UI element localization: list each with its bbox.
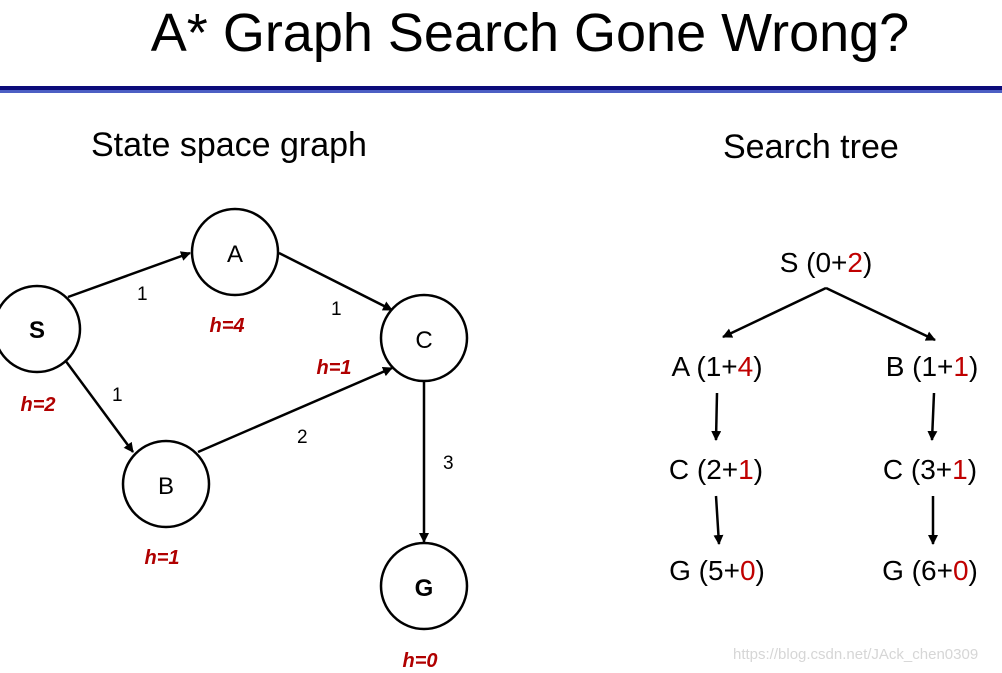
tree-edge-a-c [711,392,722,441]
title-divider [0,86,1002,90]
edge-cost-a-c: 1 [331,299,342,320]
tree-edge-s-b [825,286,936,342]
page-title: A* Graph Search Gone Wrong? [150,3,910,63]
edge-cost-s-b: 1 [112,385,123,406]
graph-node-g-label: G [415,575,434,602]
watermark: https://blog.csdn.net/JAck_chen0309 [733,646,979,663]
tree-node-c-left: C (2+1) [669,454,763,485]
search-tree-heading: Search tree [723,128,899,166]
edge-b-c [197,366,393,454]
graph-node-g-circle [379,541,469,631]
graph-node-c-circle [379,293,469,383]
tree-edge-c-g-left [713,495,724,545]
graph-node-s-circle [0,284,82,374]
graph-node-b-label: B [158,473,174,500]
heuristic-b: h=1 [144,547,179,569]
graph-node-a-label: A [227,241,243,268]
edge-cost-c-g: 3 [443,453,454,474]
edge-a-c [278,251,393,312]
graph-node-b-circle [121,439,211,529]
graph-node-s-label: S [29,317,45,344]
tree-node-b: B (1+1) [886,351,979,382]
tree-node-a: A (1+4) [671,351,762,382]
edge-s-a [67,251,191,299]
edge-s-b [63,359,135,453]
heuristic-a: h=4 [209,315,244,337]
tree-node-g-left: G (5+0) [669,555,765,586]
heuristic-s: h=2 [20,394,55,416]
tree-node-s: S (0+2) [780,247,873,278]
tree-node-g-right: G (6+0) [882,555,978,586]
tree-edge-s-a [722,286,827,339]
heuristic-g: h=0 [402,650,437,672]
title-divider-accent [0,90,1002,93]
state-space-graph-heading: State space graph [91,126,367,164]
graph-node-a-circle [190,207,280,297]
heuristic-c: h=1 [316,357,351,379]
edge-cost-b-c: 2 [297,427,308,448]
tree-edge-b-c [927,392,938,441]
tree-node-c-right: C (3+1) [883,454,977,485]
edge-cost-s-a: 1 [137,284,148,305]
graph-node-c-label: C [415,327,432,354]
